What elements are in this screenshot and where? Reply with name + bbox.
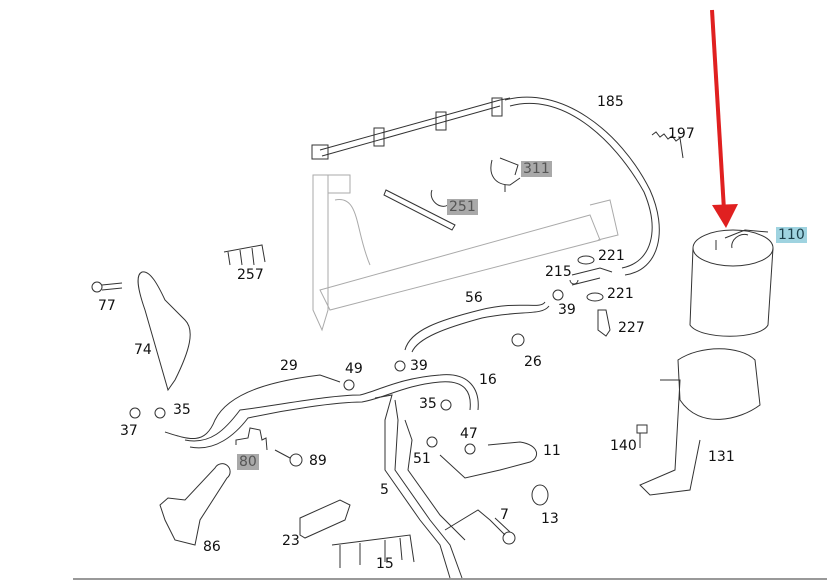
callout-15: 15: [376, 556, 394, 572]
callout-35a: 35: [173, 402, 191, 418]
clip-311: [490, 157, 521, 192]
bracket-23: [299, 499, 351, 539]
callout-5: 5: [380, 482, 389, 498]
clip-47: [464, 443, 476, 455]
callout-74: 74: [134, 342, 152, 358]
callout-16: 16: [479, 372, 497, 388]
hose-185: [504, 96, 660, 276]
clip-251: [383, 189, 456, 231]
callout-26: 26: [524, 354, 542, 370]
callout-47: 47: [460, 426, 478, 442]
washer-221-b: [586, 292, 604, 302]
callout-251: 251: [447, 199, 478, 215]
clip-37: [129, 407, 141, 419]
bracket-74: [137, 271, 191, 392]
bolt-227: [597, 309, 611, 337]
callout-39b: 39: [410, 358, 428, 374]
clip-257: [223, 244, 266, 266]
pointer-arrow: [710, 9, 738, 228]
clip-26: [511, 333, 525, 347]
callout-29: 29: [280, 358, 298, 374]
bracket-131: [639, 348, 761, 496]
callout-185: 185: [597, 94, 624, 110]
fitting-215: [569, 267, 613, 286]
callout-56: 56: [465, 290, 483, 306]
callout-215: 215: [545, 264, 572, 280]
bolt-7: [444, 509, 516, 545]
callout-86: 86: [203, 539, 221, 555]
clip-39-b: [394, 360, 406, 372]
callout-311: 311: [521, 161, 552, 177]
callout-49: 49: [345, 361, 363, 377]
hose-16: [184, 374, 479, 442]
callout-39a: 39: [558, 302, 576, 318]
pipes-5: [374, 394, 466, 579]
callout-257: 257: [237, 267, 264, 283]
callout-11: 11: [543, 443, 561, 459]
bracket-86: [159, 463, 231, 546]
bolt-140: [636, 424, 648, 448]
grommet-13: [531, 484, 549, 506]
callout-227: 227: [618, 320, 645, 336]
callout-89: 89: [309, 453, 327, 469]
callout-110: 110: [776, 227, 807, 243]
callout-35b: 35: [419, 396, 437, 412]
clip-80: [235, 427, 268, 451]
bolt-77: [91, 281, 123, 293]
callout-23: 23: [282, 533, 300, 549]
spring-197: [651, 131, 684, 159]
callout-37: 37: [120, 423, 138, 439]
callout-221b: 221: [607, 286, 634, 302]
clip-49: [343, 379, 355, 391]
callout-51: 51: [413, 451, 431, 467]
callout-80: 80: [237, 454, 259, 470]
clip-15: [331, 534, 415, 568]
bolt-89: [274, 449, 303, 467]
callout-77: 77: [98, 298, 116, 314]
callout-221a: 221: [598, 248, 625, 264]
injector-rail: [311, 97, 619, 332]
fuel-filter-110: [689, 229, 774, 337]
washer-221-a: [577, 255, 595, 265]
callout-13: 13: [541, 511, 559, 527]
callout-140: 140: [610, 438, 637, 454]
hose-29: [164, 374, 341, 440]
clip-35-b: [440, 399, 452, 411]
callout-7: 7: [500, 507, 509, 523]
callout-131: 131: [708, 449, 735, 465]
clip-35-a: [154, 407, 166, 419]
callout-197: 197: [668, 126, 695, 142]
clip-51: [426, 436, 438, 448]
clip-39-a: [552, 289, 564, 301]
hose-11: [439, 441, 538, 479]
hose-56: [404, 301, 550, 353]
